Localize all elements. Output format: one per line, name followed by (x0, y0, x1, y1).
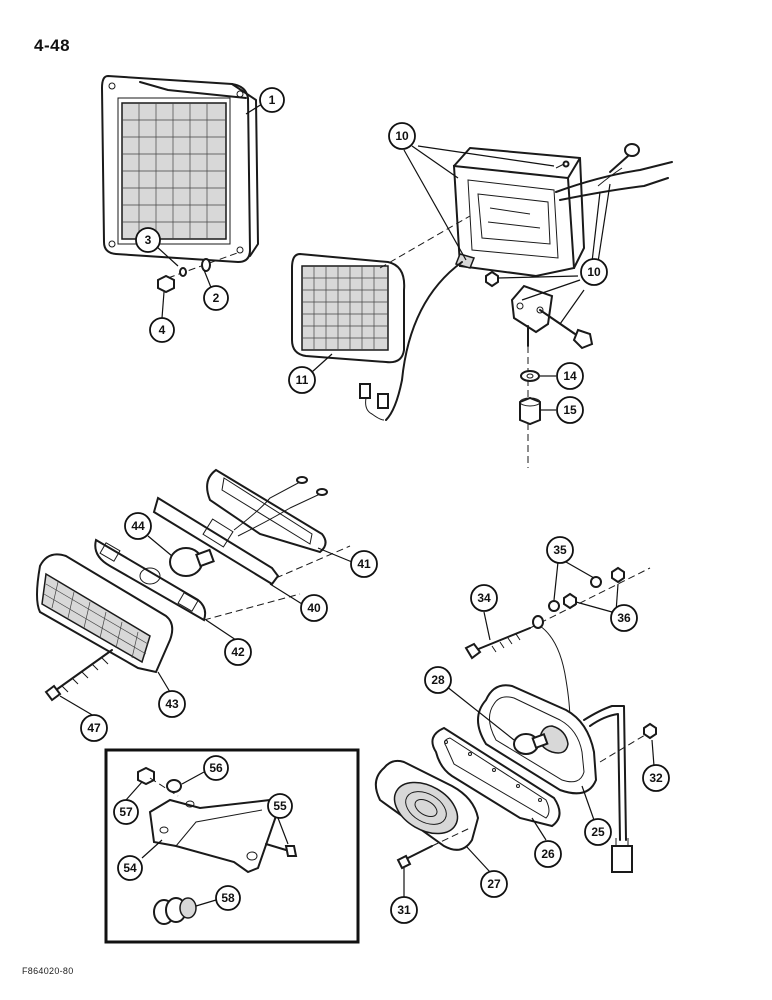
svg-text:57: 57 (119, 805, 133, 819)
svg-text:2: 2 (213, 291, 220, 305)
svg-text:11: 11 (296, 373, 309, 387)
callout-56: 56 (203, 755, 229, 781)
callout-2: 2 (203, 285, 229, 311)
svg-text:3: 3 (145, 233, 152, 247)
svg-text:25: 25 (591, 825, 605, 839)
callout-35: 35 (546, 536, 574, 564)
callout-4: 4 (149, 317, 175, 343)
svg-text:15: 15 (563, 403, 577, 417)
callout-40: 40 (300, 594, 328, 622)
callout-57: 57 (113, 799, 139, 825)
svg-text:34: 34 (477, 591, 491, 605)
tail-lamp-assembly (36, 468, 351, 702)
svg-text:42: 42 (231, 645, 245, 659)
callout-58: 58 (215, 885, 241, 911)
svg-text:41: 41 (357, 557, 371, 571)
svg-text:26: 26 (541, 847, 555, 861)
page-number: 4-48 (34, 36, 71, 55)
callout-34: 34 (470, 584, 498, 612)
floodlamp-assembly (100, 74, 259, 294)
callout-25: 25 (584, 818, 612, 846)
callout-1: 1 (259, 87, 285, 113)
svg-text:32: 32 (649, 771, 663, 785)
figure-code: F864020-80 (22, 966, 74, 976)
callout-28: 28 (424, 666, 452, 694)
callout-3: 3 (135, 227, 161, 253)
callout-44: 44 (124, 512, 152, 540)
svg-text:56: 56 (209, 761, 223, 775)
svg-text:47: 47 (87, 721, 101, 735)
svg-text:44: 44 (131, 519, 145, 533)
callout-10-right: 10 (580, 258, 608, 286)
svg-text:1: 1 (269, 93, 276, 107)
svg-text:27: 27 (487, 877, 501, 891)
callout-41: 41 (350, 550, 378, 578)
svg-text:35: 35 (553, 543, 567, 557)
callout-47: 47 (80, 714, 108, 742)
callout-31: 31 (390, 896, 418, 924)
callout-36: 36 (610, 604, 638, 632)
svg-text:14: 14 (563, 369, 577, 383)
svg-text:31: 31 (397, 903, 411, 917)
callout-15: 15 (556, 396, 584, 424)
callout-32: 32 (642, 764, 670, 792)
callout-27: 27 (480, 870, 508, 898)
svg-text:40: 40 (307, 601, 321, 615)
callout-42: 42 (224, 638, 252, 666)
svg-text:4: 4 (159, 323, 166, 337)
callout-43: 43 (158, 690, 186, 718)
callout-55: 55 (267, 793, 293, 819)
bracket-detail-box (104, 748, 360, 944)
svg-text:43: 43 (165, 697, 179, 711)
callout-10-top: 10 (388, 122, 416, 150)
svg-text:10: 10 (395, 129, 409, 143)
svg-text:54: 54 (123, 861, 137, 875)
callout-54: 54 (117, 855, 143, 881)
svg-text:58: 58 (221, 891, 235, 905)
svg-text:36: 36 (617, 611, 631, 625)
svg-text:28: 28 (431, 673, 445, 687)
callout-11: 11 (288, 366, 316, 394)
callout-26: 26 (534, 840, 562, 868)
svg-text:10: 10 (587, 265, 601, 279)
stop-lamp-assembly (374, 566, 657, 873)
svg-text:55: 55 (273, 799, 287, 813)
work-lamp-assembly (291, 143, 673, 468)
callout-14: 14 (556, 362, 584, 390)
